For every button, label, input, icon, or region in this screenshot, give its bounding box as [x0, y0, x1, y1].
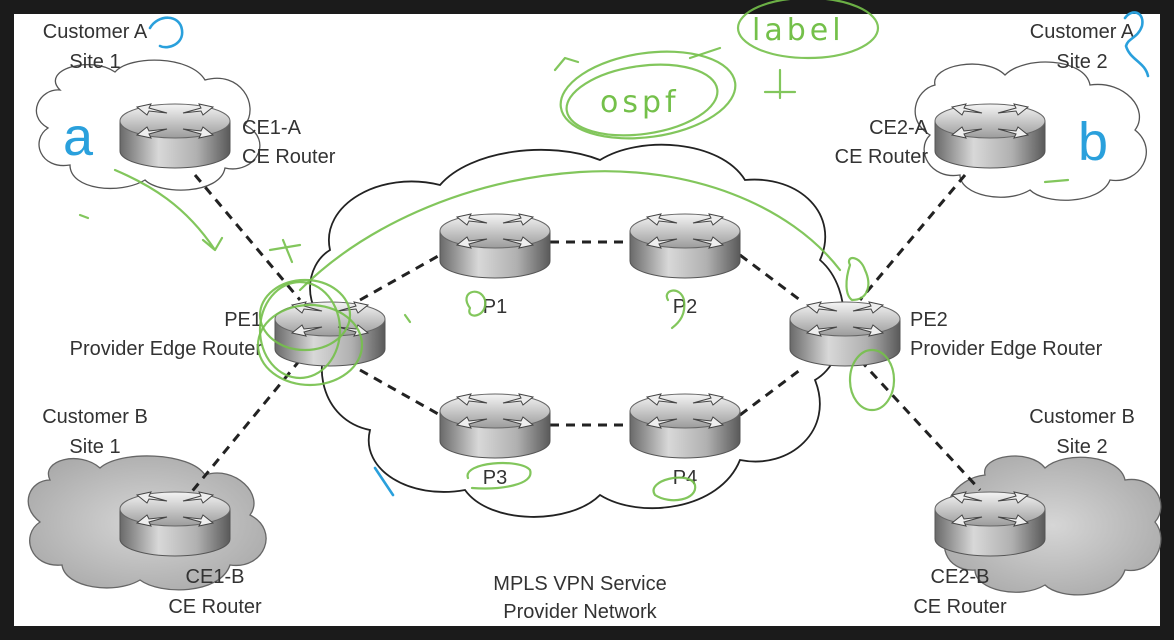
ink-plus-mark: [268, 238, 302, 264]
network-links: [183, 174, 982, 501]
p2-router-icon: [629, 213, 741, 279]
cust-b-site2-name: Customer B: [1029, 406, 1135, 428]
pe2-role: Provider Edge Router: [910, 338, 1103, 360]
p4-router-icon: [629, 393, 741, 459]
ink-pe2-loop-upper: [845, 257, 870, 302]
ce1b-name: CE1-B: [186, 566, 245, 588]
pe2-name: PE2: [910, 309, 948, 331]
ink-dot: [403, 313, 412, 324]
ink-ospf-circle: [559, 50, 737, 140]
cust-a-site2-name: Customer A: [1030, 21, 1135, 43]
provider-network-cloud: [309, 143, 845, 518]
network-title-line1: MPLS VPN Service: [493, 573, 666, 595]
network-title-line2: Provider Network: [503, 601, 657, 623]
pe1-role: Provider Edge Router: [70, 338, 263, 360]
ce1-a-router-icon: [119, 103, 231, 169]
ink-p3-mark: [466, 461, 532, 490]
ce2-b-router-icon: [934, 491, 1046, 557]
ink-label-mark: [763, 68, 797, 100]
ink-arc-pe1-pe2: [298, 170, 842, 292]
ink-blue-stroke: [373, 466, 395, 497]
pe2-router-icon: [789, 301, 901, 367]
ink-pe1-circle-1: [258, 278, 352, 352]
ink-blue-squiggle-a: [148, 16, 184, 49]
p1-label: P1: [483, 296, 507, 318]
cust-b-site1-site: Site 1: [69, 436, 120, 458]
ink-label-circle: [736, 0, 880, 60]
ink-ospf-circle-inner: [565, 63, 719, 137]
ce2b-name: CE2-B: [931, 566, 990, 588]
ink-label-text: label: [752, 13, 845, 48]
ink-dash-a: [78, 213, 90, 220]
ce2a-name: CE2-A: [869, 117, 929, 139]
ink-letter-b: b: [1078, 112, 1108, 172]
ink-blue-squiggle-b: [1123, 11, 1150, 78]
p3-label: P3: [483, 467, 507, 489]
pe1-router-icon: [274, 301, 386, 367]
cust-a-site2-site: Site 2: [1056, 51, 1107, 73]
p1-router-icon: [439, 213, 551, 279]
ink-p1-mark: [465, 290, 487, 317]
ink-pe2-loop-lower: [848, 348, 896, 412]
ce2b-role: CE Router: [913, 596, 1007, 618]
ink-dash-b: [1043, 178, 1070, 184]
handwritten-annotations: a b ospf label: [63, 0, 1150, 502]
ink-ospf-text: ospf: [600, 85, 680, 120]
ink-ospf-arrow: [553, 46, 722, 72]
ink-pe1-circle-2: [258, 280, 342, 380]
cust-a-site1-site: Site 1: [69, 51, 120, 73]
ce2-a-router-icon: [934, 103, 1046, 169]
ink-p2-mark: [665, 289, 686, 330]
ce1-b-router-icon: [119, 491, 231, 557]
ce1b-role: CE Router: [168, 596, 262, 618]
ink-arrow-ce1a-pe1: [113, 168, 224, 252]
p3-router-icon: [439, 393, 551, 459]
ce2a-role: CE Router: [835, 146, 929, 168]
ink-letter-a: a: [63, 107, 94, 167]
cust-b-site2-site: Site 2: [1056, 436, 1107, 458]
ink-p4-mark: [652, 476, 697, 502]
ink-pe1-circle-3: [256, 303, 364, 387]
cust-b-site1-name: Customer B: [42, 406, 148, 428]
pe1-name: PE1: [224, 309, 262, 331]
ce1a-name: CE1-A: [242, 117, 302, 139]
cust-a-site1-name: Customer A: [43, 21, 148, 43]
ce1a-role: CE Router: [242, 146, 336, 168]
